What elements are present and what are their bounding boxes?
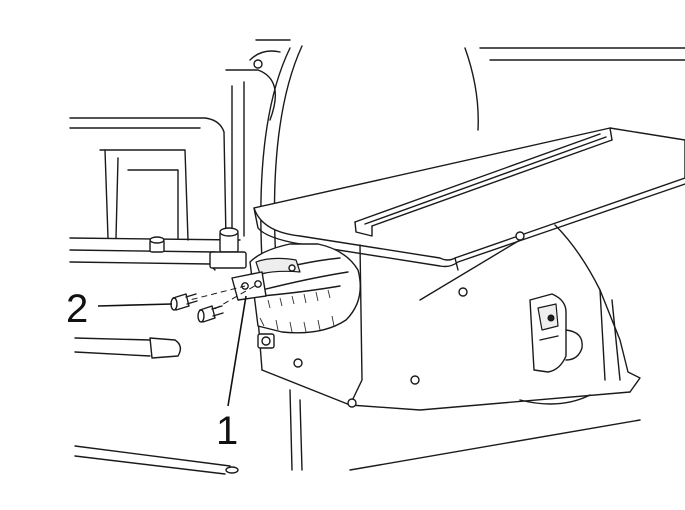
leader-line-2 [97,303,173,307]
callout-label-1: 1 [216,409,238,453]
screw-lower [197,305,224,323]
callout-2: 2 [66,287,173,331]
screw-upper [170,293,198,311]
leader-line-1 [227,295,247,407]
work-table [253,127,685,271]
motor-housing [69,39,291,271]
latch [529,293,583,373]
callout-label-2: 2 [66,287,88,331]
screws [170,293,224,323]
handle [74,337,182,359]
angle-scale [249,243,361,349]
disc-cover [253,45,685,263]
bracket [181,271,267,315]
callout-1: 1 [216,295,247,453]
lower-rails [74,445,239,475]
